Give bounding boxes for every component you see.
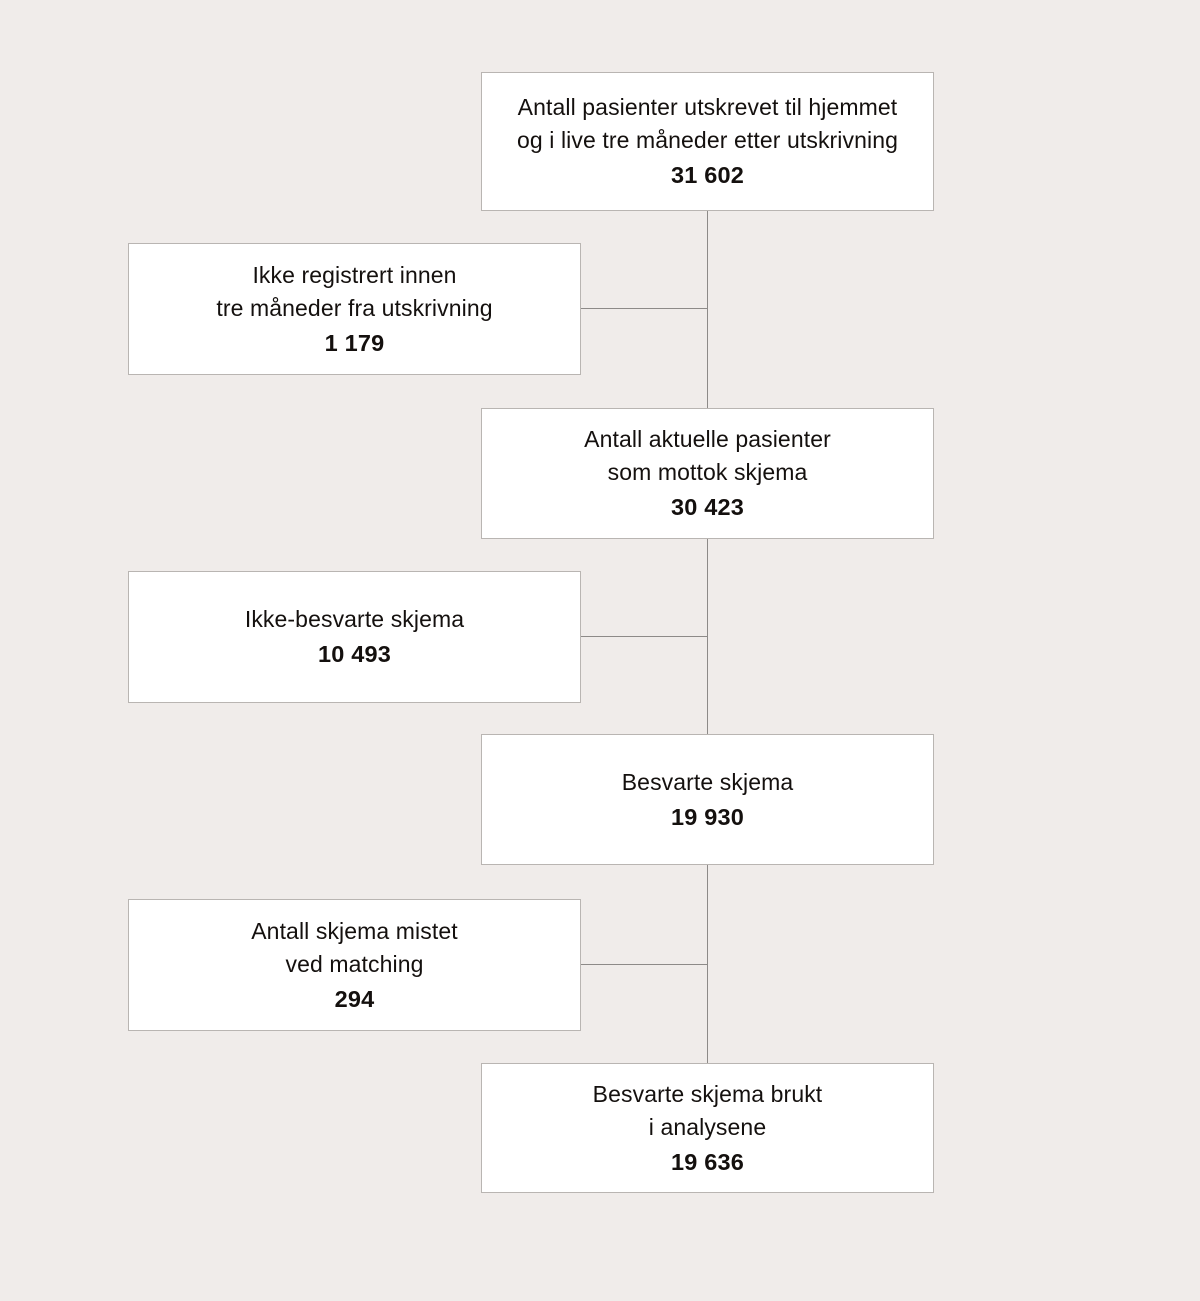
node-discharged-patients: Antall pasienter utskrevet til hjemmet o… — [481, 72, 934, 211]
node-received-questionnaire-label: Antall aktuelle pasienter som mottok skj… — [584, 426, 831, 485]
node-received-questionnaire-value: 30 423 — [670, 494, 745, 520]
node-discharged-patients-label: Antall pasienter utskrevet til hjemmet o… — [516, 94, 899, 153]
node-used-in-analyses: Besvarte skjema brukt i analysene 19 636 — [481, 1063, 934, 1193]
node-not-registered: Ikke registrert innen tre måneder fra ut… — [128, 243, 581, 375]
node-answered-questionnaires-label: Besvarte skjema — [621, 768, 794, 795]
node-unanswered-questionnaires-label: Ikke-besvarte skjema — [244, 606, 465, 632]
node-answered-questionnaires-value: 19 930 — [670, 803, 745, 830]
connector-trunk-vertical — [707, 210, 708, 1064]
connector-branch-lost-matching — [581, 964, 708, 965]
node-used-in-analyses-value: 19 636 — [670, 1148, 745, 1175]
node-received-questionnaire: Antall aktuelle pasienter som mottok skj… — [481, 408, 934, 539]
node-answered-questionnaires: Besvarte skjema 19 930 — [481, 734, 934, 865]
connector-branch-unanswered — [581, 636, 708, 637]
node-discharged-patients-value: 31 602 — [670, 162, 745, 188]
node-unanswered-questionnaires: Ikke-besvarte skjema 10 493 — [128, 571, 581, 703]
node-lost-at-matching-value: 294 — [334, 985, 375, 1012]
node-lost-at-matching: Antall skjema mistet ved matching 294 — [128, 899, 581, 1031]
node-not-registered-value: 1 179 — [324, 329, 385, 356]
node-lost-at-matching-label: Antall skjema mistet ved matching — [251, 917, 458, 977]
node-used-in-analyses-label: Besvarte skjema brukt i analysene — [592, 1080, 823, 1140]
node-not-registered-label: Ikke registrert innen tre måneder fra ut… — [216, 261, 493, 321]
connector-branch-not-registered — [581, 308, 708, 309]
node-unanswered-questionnaires-value: 10 493 — [317, 641, 392, 667]
